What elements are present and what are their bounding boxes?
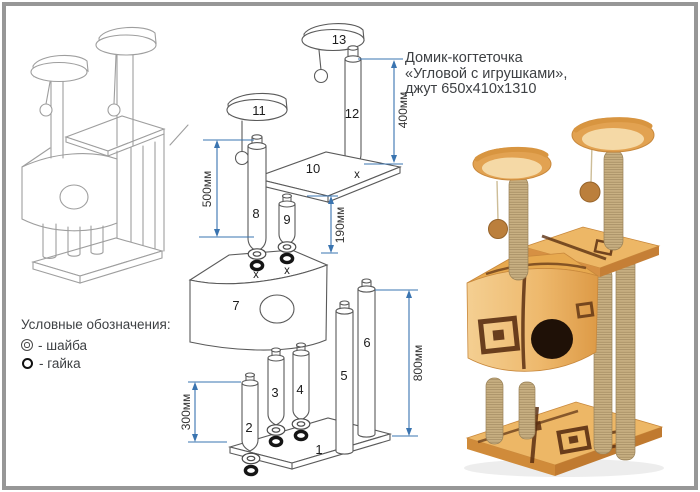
- legend-heading: Условные обозначения:: [21, 317, 171, 332]
- part13-bed: [301, 23, 365, 84]
- dimension-500mm: 500мм: [199, 139, 254, 238]
- exploded-diagram: [188, 23, 402, 477]
- sketch-house: [21, 147, 118, 232]
- nut-under-base: [243, 464, 259, 477]
- photo-bed-right: [571, 117, 655, 153]
- legend: Условные обозначения: - шайба - гайка: [21, 317, 171, 372]
- washer-under-base: [241, 452, 261, 465]
- product-title-line3: джут 650х410х1310: [405, 81, 537, 97]
- dimension-190mm: 190мм: [307, 195, 347, 254]
- product-title-line1: Домик-когтеточка: [405, 50, 523, 66]
- photo-post-top-left: [508, 175, 529, 281]
- part-label-11: 11: [252, 103, 266, 118]
- part11-bed: [226, 92, 288, 166]
- nut-under-post9: [279, 252, 295, 265]
- photo-post-right-b: [615, 255, 636, 461]
- nut-icon: [22, 357, 33, 369]
- dimension-lines: 400мм 500мм 190мм 800мм: [179, 58, 425, 443]
- dimension-400mm: 400мм: [358, 58, 410, 165]
- assembled-overview-sketch: [21, 26, 189, 284]
- part6-post: [357, 278, 376, 438]
- bolt-mark-post12: x: [354, 169, 360, 181]
- washer-under-post4: [291, 418, 311, 430]
- part7-house: [188, 249, 329, 351]
- svg-text:500мм: 500мм: [200, 171, 214, 208]
- nut-under-post8: [249, 259, 265, 272]
- part-label-5: 5: [340, 368, 347, 383]
- photo-ball-left: [488, 219, 508, 239]
- part-label-9: 9: [283, 212, 290, 227]
- photo-post-low-b: [518, 381, 536, 440]
- sketch-post-mid2: [142, 141, 156, 254]
- part2-post: [241, 372, 259, 452]
- diagram-canvas: 1 2 3 4 5 6 7 8 9 10 11 12 13 x x x 400м…: [21, 23, 664, 477]
- washer-under-post8: [247, 248, 267, 260]
- part-label-2: 2: [245, 420, 252, 435]
- svg-text:190мм: 190мм: [333, 207, 347, 244]
- photo-string-left: [496, 180, 499, 221]
- part5-post: [335, 300, 354, 455]
- svg-text:300мм: 300мм: [179, 394, 193, 431]
- part-label-6: 6: [363, 335, 370, 350]
- part-label-10: 10: [306, 161, 320, 176]
- part-label-3: 3: [271, 385, 278, 400]
- photo-post-low-a: [485, 377, 504, 445]
- legend-nut-label: - гайка: [39, 355, 81, 371]
- sketch-bed-right: [95, 26, 157, 147]
- legend-item-washer: - шайба: [21, 336, 171, 354]
- part-label-7: 7: [232, 298, 239, 313]
- nut-under-post4: [293, 429, 309, 442]
- part8-post: [247, 134, 267, 252]
- photo-house-hole: [531, 319, 573, 359]
- washer-under-post3: [266, 424, 286, 436]
- sketch-stray-line: [169, 124, 189, 146]
- bolt-mark-post8: x: [253, 269, 259, 281]
- photo-post-top-right: [603, 149, 624, 251]
- part-label-1: 1: [315, 442, 322, 457]
- part-labels: 1 2 3 4 5 6 7 8 9 10 11 12 13: [232, 32, 370, 457]
- washer-under-post9: [277, 241, 297, 253]
- part-label-8: 8: [252, 206, 259, 221]
- legend-item-nut: - гайка: [21, 354, 171, 372]
- bolt-mark-post9: x: [284, 265, 290, 277]
- part-label-13: 13: [332, 32, 346, 47]
- legend-washer-label: - шайба: [38, 337, 88, 353]
- svg-text:400мм: 400мм: [396, 92, 410, 129]
- product-photo: [464, 117, 664, 477]
- part9-post: [278, 193, 296, 246]
- product-title: Домик-когтеточка «Угловой с игрушками», …: [405, 50, 568, 98]
- part-label-12: 12: [345, 106, 359, 121]
- sketch-bed-left: [30, 54, 89, 159]
- part3-post: [267, 347, 285, 426]
- sketch-base: [31, 237, 164, 284]
- part10-board: [252, 151, 402, 203]
- dimension-300mm: 300мм: [179, 381, 241, 443]
- photo-house: [466, 252, 599, 372]
- product-title-line2: «Угловой с игрушками»,: [405, 65, 568, 82]
- dimension-800mm: 800мм: [375, 289, 425, 437]
- washer-icon: [21, 339, 33, 351]
- nut-under-post3: [268, 435, 284, 448]
- photo-bed-left: [472, 146, 552, 181]
- bolt-markers: x x x: [253, 169, 360, 281]
- part-label-4: 4: [296, 382, 303, 397]
- photo-ball-right: [579, 181, 601, 203]
- svg-text:800мм: 800мм: [411, 345, 425, 382]
